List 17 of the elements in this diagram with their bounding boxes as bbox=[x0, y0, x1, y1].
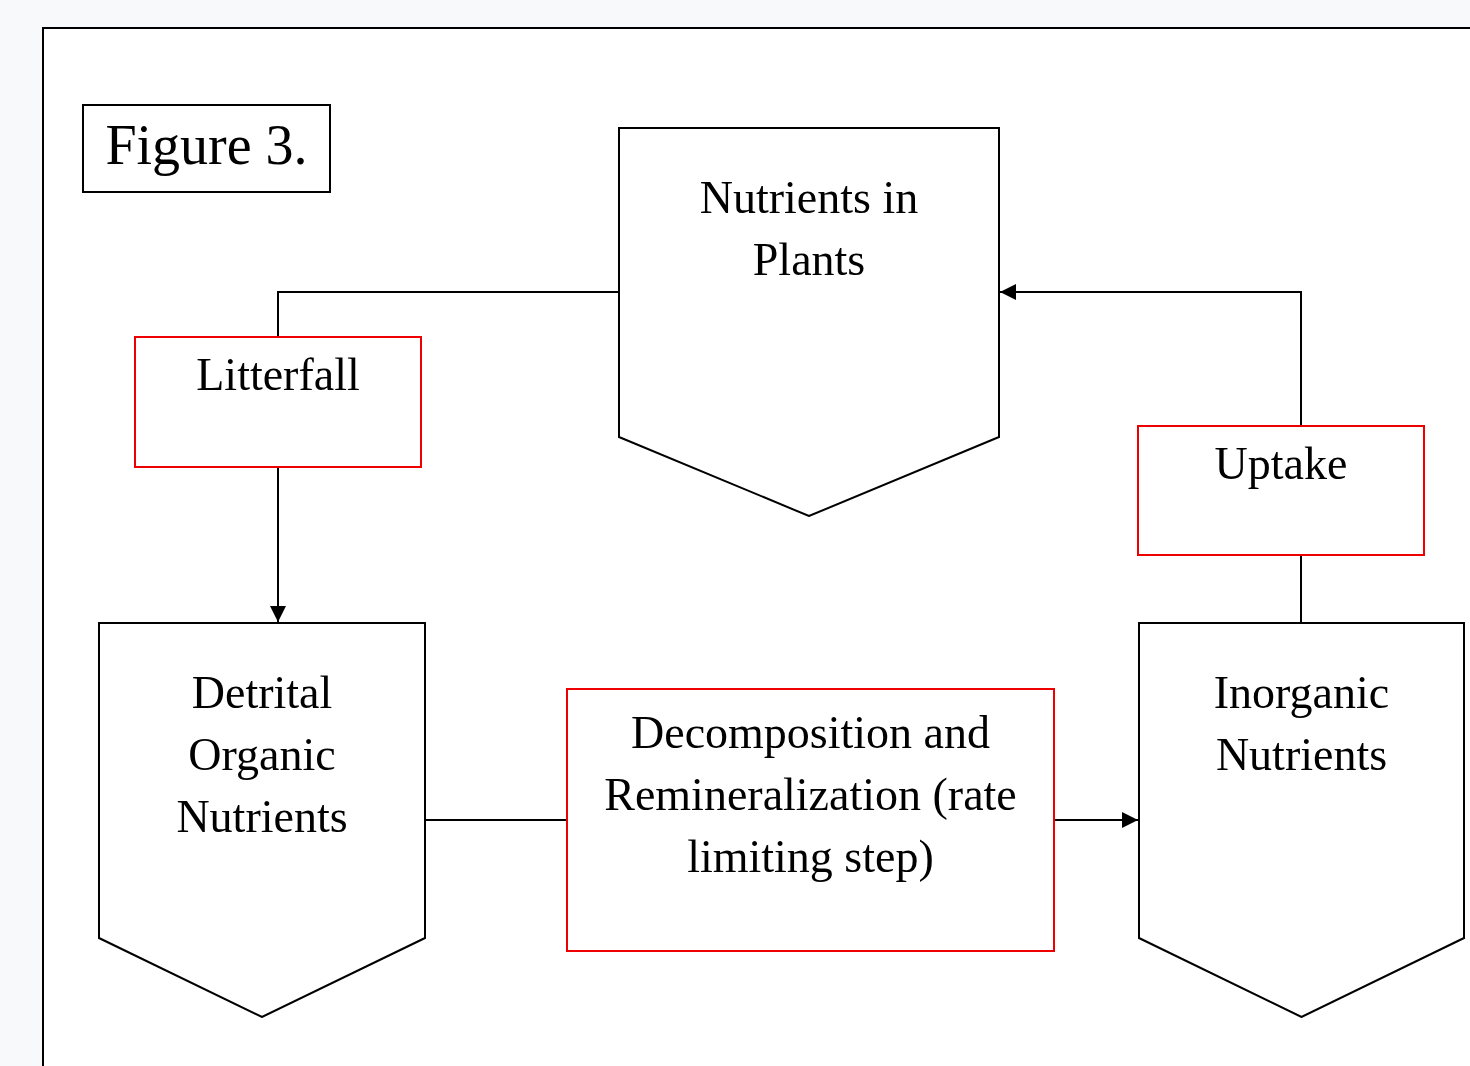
node-label: Nutrients in Plants bbox=[698, 171, 920, 287]
connector-line bbox=[425, 819, 567, 821]
process-box bbox=[134, 336, 422, 468]
figure-title: Figure 3. bbox=[104, 114, 309, 176]
node-label: Litterfall bbox=[195, 348, 361, 402]
title-box bbox=[82, 104, 331, 193]
connector-line bbox=[277, 291, 619, 337]
node-label: Decomposition and Remineralization (rate limiting step) bbox=[603, 706, 1018, 884]
connector-line bbox=[1300, 555, 1302, 623]
node-label: Uptake bbox=[1213, 437, 1349, 491]
arrow bbox=[1054, 812, 1139, 828]
node-label: Detrital Organic Nutrients bbox=[175, 666, 349, 844]
arrow bbox=[999, 284, 1302, 426]
arrow bbox=[270, 467, 286, 623]
process-box bbox=[1137, 425, 1425, 556]
node-label: Inorganic Nutrients bbox=[1212, 666, 1391, 782]
process-box bbox=[566, 688, 1055, 952]
